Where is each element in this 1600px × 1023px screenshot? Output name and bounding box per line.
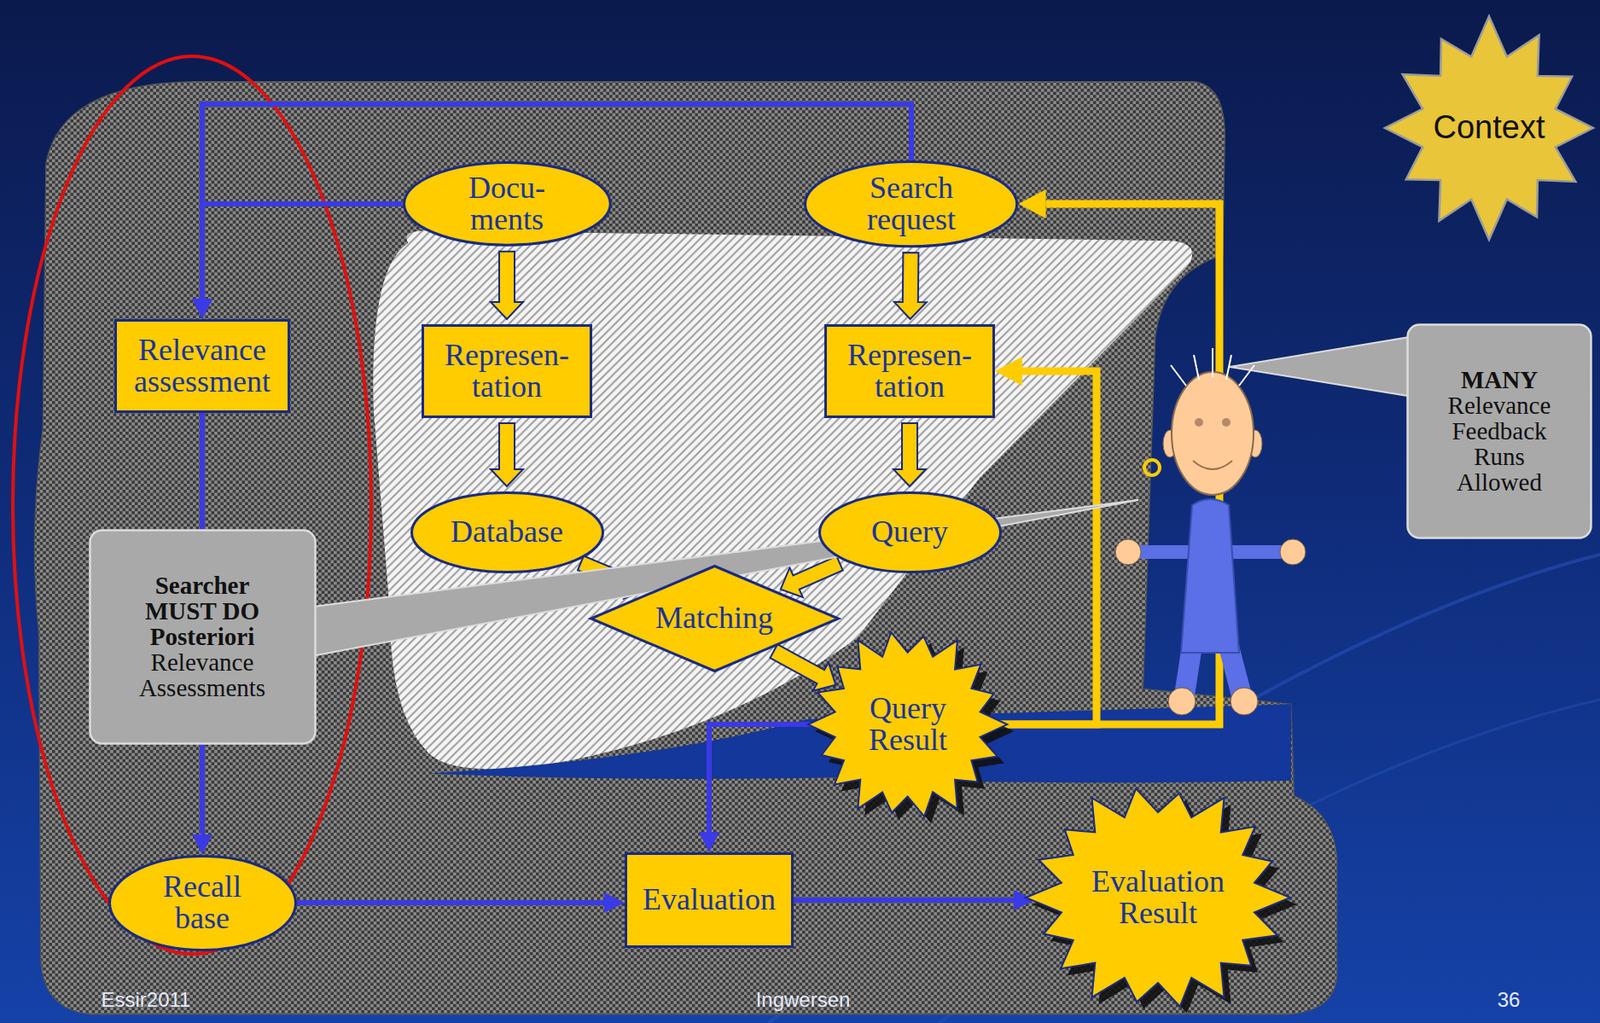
person-eye [1221,418,1231,427]
starburst-outline [1025,788,1291,1007]
person-earring [1144,459,1160,476]
flow-arrow [769,644,836,692]
person-body [1181,499,1240,653]
text-stack: Searcher MUST DO PosterioriRelevance Ass… [125,572,280,702]
request-ellipse: Search request [803,160,1019,248]
node-label: Query Result [852,692,964,757]
text-stack: Evaluation [642,884,776,916]
footer-text: Essir2011 [101,988,192,1013]
result-starburst: Evaluation Result [1025,782,1291,1013]
node-label: Database [450,516,564,548]
node-label: Recall base [146,871,258,936]
text-stack: Query Result [852,692,964,757]
highlight-ellipse [12,56,372,955]
callout-heading: MANY [1460,366,1538,393]
ellipse-outline [403,162,611,246]
process-box: Evaluation [624,852,794,949]
callout-text: Relevance Feedback Runs Allowed [1439,392,1560,496]
text-stack: Query [871,516,949,548]
evaluation-arrow [709,724,819,832]
person-head [1171,372,1254,495]
ellipse-outline [805,161,1018,246]
callout-outline [89,529,315,744]
text-stack: Recall base [146,871,258,936]
box-outline [423,325,592,418]
box-outline [626,854,793,948]
document-ellipse: Docu- ments [402,161,612,247]
node-label: Docu- ments [451,172,563,237]
callout-text: Relevance Assessments [125,649,280,701]
feedback-arrow [995,371,1097,725]
starburst-outline [1384,16,1594,240]
node-label: Relevance assessment [121,334,284,399]
recall-base-ellipse: Recall base [108,855,297,952]
node-label: Evaluation [642,884,776,916]
text-stack: Relevance assessment [121,334,284,399]
node-label: Represen- tation [837,339,983,404]
flow-arrow [893,423,926,487]
flow-arrow [894,252,927,320]
database-ellipse: Database [410,491,605,574]
node-label: Search request [851,172,972,237]
process-box: Represen- tation [824,324,995,419]
person-hair [1170,348,1255,386]
person-foot [1168,687,1196,716]
node-label: Represen- tation [434,339,580,404]
person-hand [1280,539,1306,565]
person-smile [1192,460,1233,470]
diamond-outline [590,566,838,672]
footer-text: 36 [1497,988,1521,1013]
text-stack: MANYRelevance Feedback Runs Allowed [1439,366,1560,496]
text-stack: Represen- tation [837,339,983,404]
checkered-region [34,81,1337,1015]
person-foot [1230,687,1258,716]
text-stack: Evaluation Result [1085,866,1231,931]
ellipse-outline [819,493,1001,573]
callout-box: Searcher MUST DO PosterioriRelevance Ass… [88,529,317,745]
evaluation-arrow [202,203,403,299]
person-hand [1115,539,1141,565]
context-starburst: Context [1384,16,1594,240]
footer-text: Ingwersen [756,988,851,1013]
process-box: Relevance assessment [114,319,291,414]
text-stack: Docu- ments [451,172,563,237]
callout-heading: Searcher MUST DO Posteriori [125,572,280,650]
result-starburst: Query Result [808,627,1007,822]
query-ellipse: Query [818,491,1002,574]
text-stack: Matching [655,602,774,635]
evaluation-arrow [793,897,1014,903]
flow-arrow [490,251,524,320]
text-stack: Context [1433,110,1546,146]
node-label: Evaluation Result [1085,866,1231,931]
process-box: Represen- tation [421,324,593,419]
callout-outline [1408,324,1592,538]
text-stack: Search request [851,172,972,237]
person-eye [1194,418,1204,427]
text-stack: Represen- tation [434,339,580,404]
starburst-outline [808,632,1007,817]
text-stack: Database [450,516,564,548]
node-label: Query [871,516,949,548]
ellipse-outline [109,855,296,950]
callout-pointer [1229,337,1414,397]
flow-arrow [490,423,524,487]
box-outline [116,320,290,413]
evaluation-arrow [296,900,606,906]
node-label: Matching [655,602,774,635]
callout-box: MANYRelevance Feedback Runs Allowed [1406,323,1593,540]
hatched-region [372,230,1193,769]
ellipse-outline [411,493,603,573]
decision-diamond: Matching [589,564,840,673]
box-outline [826,325,995,418]
node-label: Context [1433,110,1546,146]
context-regions [34,81,1337,1015]
